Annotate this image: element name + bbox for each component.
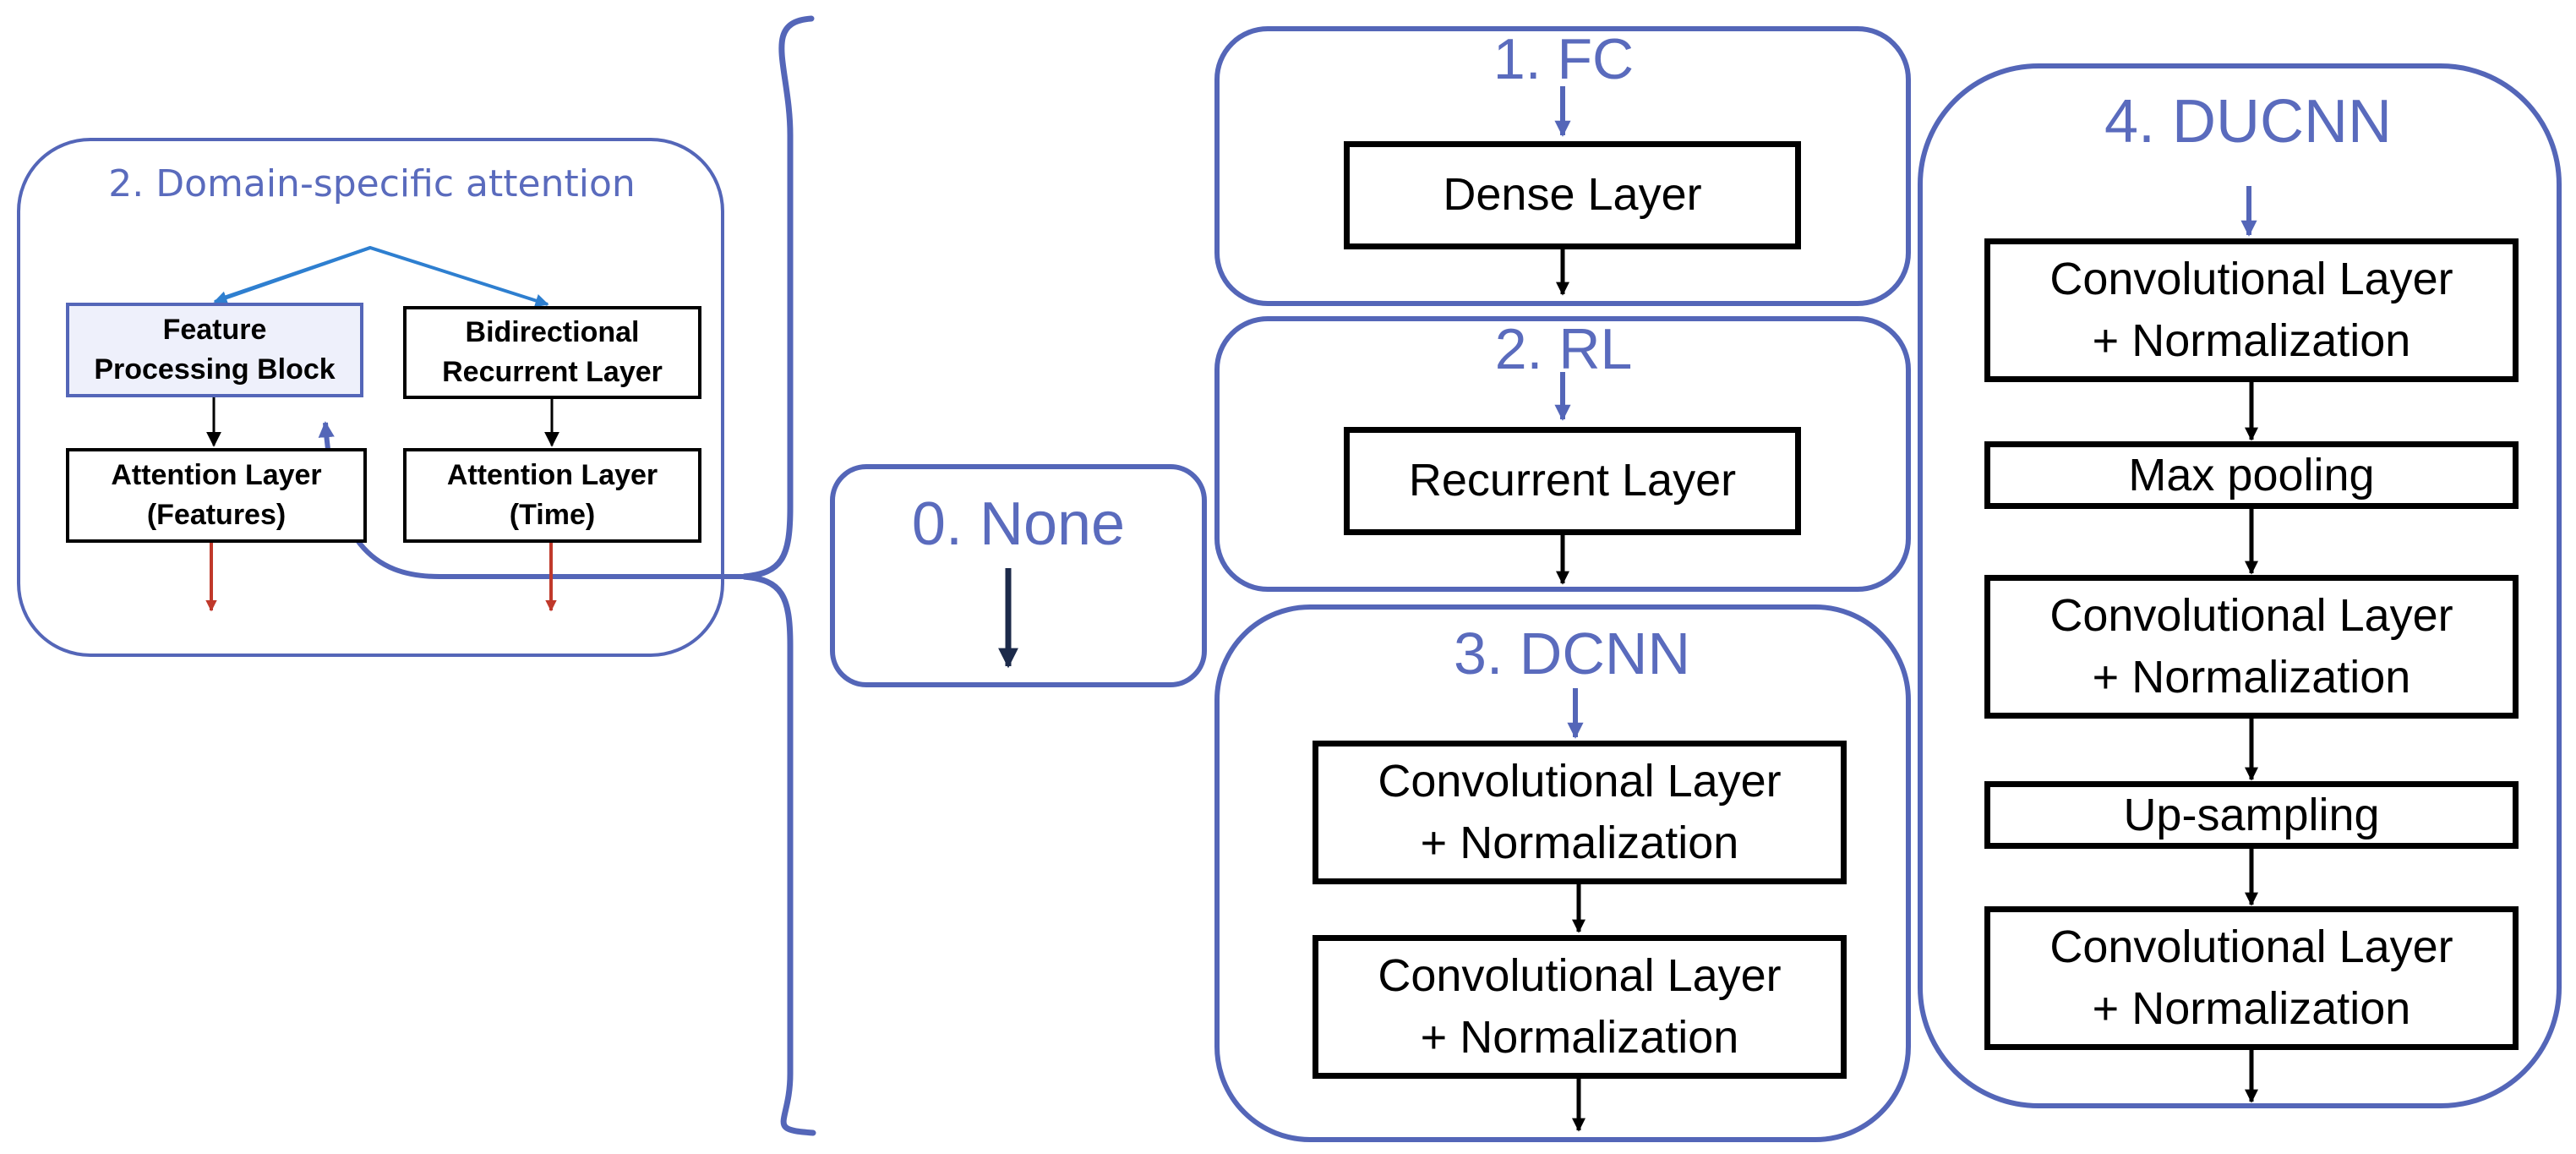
option-dcnn-title: 3. DCNN xyxy=(1453,621,1691,686)
option-rl-title: 2. RL xyxy=(1494,317,1633,381)
ducnn-conv-block-1-line1: Convolutional Layer xyxy=(2049,253,2453,304)
dcnn-conv-block-2: Convolutional Layer + Normalization xyxy=(1313,935,1847,1079)
dcnn-conv-block-1: Convolutional Layer + Normalization xyxy=(1313,741,1847,884)
option-dcnn-frame xyxy=(1214,604,1911,1142)
option-none-title: 0. None xyxy=(911,490,1126,558)
option-fc-frame xyxy=(1214,26,1911,306)
ducnn-up-sampling-block: Up-sampling xyxy=(1984,781,2519,849)
ducnn-conv-block-3-line2: + Normalization xyxy=(2092,983,2411,1034)
attention-layer-features-line1: Attention Layer xyxy=(111,459,322,492)
option-ducnn-title: 4. DUCNN xyxy=(2104,88,2393,156)
option-ducnn-frame xyxy=(1918,63,2562,1108)
attention-panel-title: 2. Domain-specific attention xyxy=(108,161,636,205)
ducnn-conv-block-2-line1: Convolutional Layer xyxy=(2049,589,2453,641)
ducnn-conv-block-3-line1: Convolutional Layer xyxy=(2049,921,2453,972)
attention-panel-frame xyxy=(17,138,724,657)
recurrent-layer-block: Recurrent Layer xyxy=(1344,427,1801,535)
option-rl-frame xyxy=(1214,316,1911,592)
option-none-frame xyxy=(830,464,1207,687)
attention-layer-features-line2: (Features) xyxy=(146,499,287,531)
dcnn-conv-block-2-line1: Convolutional Layer xyxy=(1378,949,1782,1001)
option-fc-title: 1. FC xyxy=(1493,27,1635,91)
ducnn-conv-block-1-line2: + Normalization xyxy=(2092,315,2411,366)
attention-layer-time-line1: Attention Layer xyxy=(446,459,658,492)
feature-processing-block-line1: Feature xyxy=(162,314,267,347)
ducnn-conv-block-2-line2: + Normalization xyxy=(2092,652,2411,703)
bidirectional-recurrent-layer-line1: Bidirectional xyxy=(465,316,640,349)
attention-split-left xyxy=(213,246,371,304)
feature-processing-block: Feature Processing Block xyxy=(66,303,363,397)
dcnn-conv-block-1-line1: Convolutional Layer xyxy=(1378,755,1782,807)
attention-layer-features-block: Attention Layer (Features) xyxy=(66,448,367,543)
ducnn-conv-block-1: Convolutional Layer + Normalization xyxy=(1984,238,2519,382)
ducnn-conv-block-3: Convolutional Layer + Normalization xyxy=(1984,906,2519,1050)
bidirectional-recurrent-layer-block: Bidirectional Recurrent Layer xyxy=(403,306,701,399)
ducnn-conv-block-2: Convolutional Layer + Normalization xyxy=(1984,575,2519,719)
dense-layer-block: Dense Layer xyxy=(1344,141,1801,249)
attention-split-line xyxy=(221,245,549,308)
dcnn-conv-block-1-line2: + Normalization xyxy=(1420,818,1739,868)
bidirectional-recurrent-layer-line2: Recurrent Layer xyxy=(442,356,663,388)
attention-layer-time-block: Attention Layer (Time) xyxy=(403,448,701,543)
options-brace xyxy=(743,15,816,1136)
feature-processing-block-line2: Processing Block xyxy=(94,353,336,386)
ducnn-max-pooling-block: Max pooling xyxy=(1984,441,2519,509)
dcnn-conv-block-2-line2: + Normalization xyxy=(1420,1012,1739,1063)
attention-layer-time-line2: (Time) xyxy=(509,499,596,531)
